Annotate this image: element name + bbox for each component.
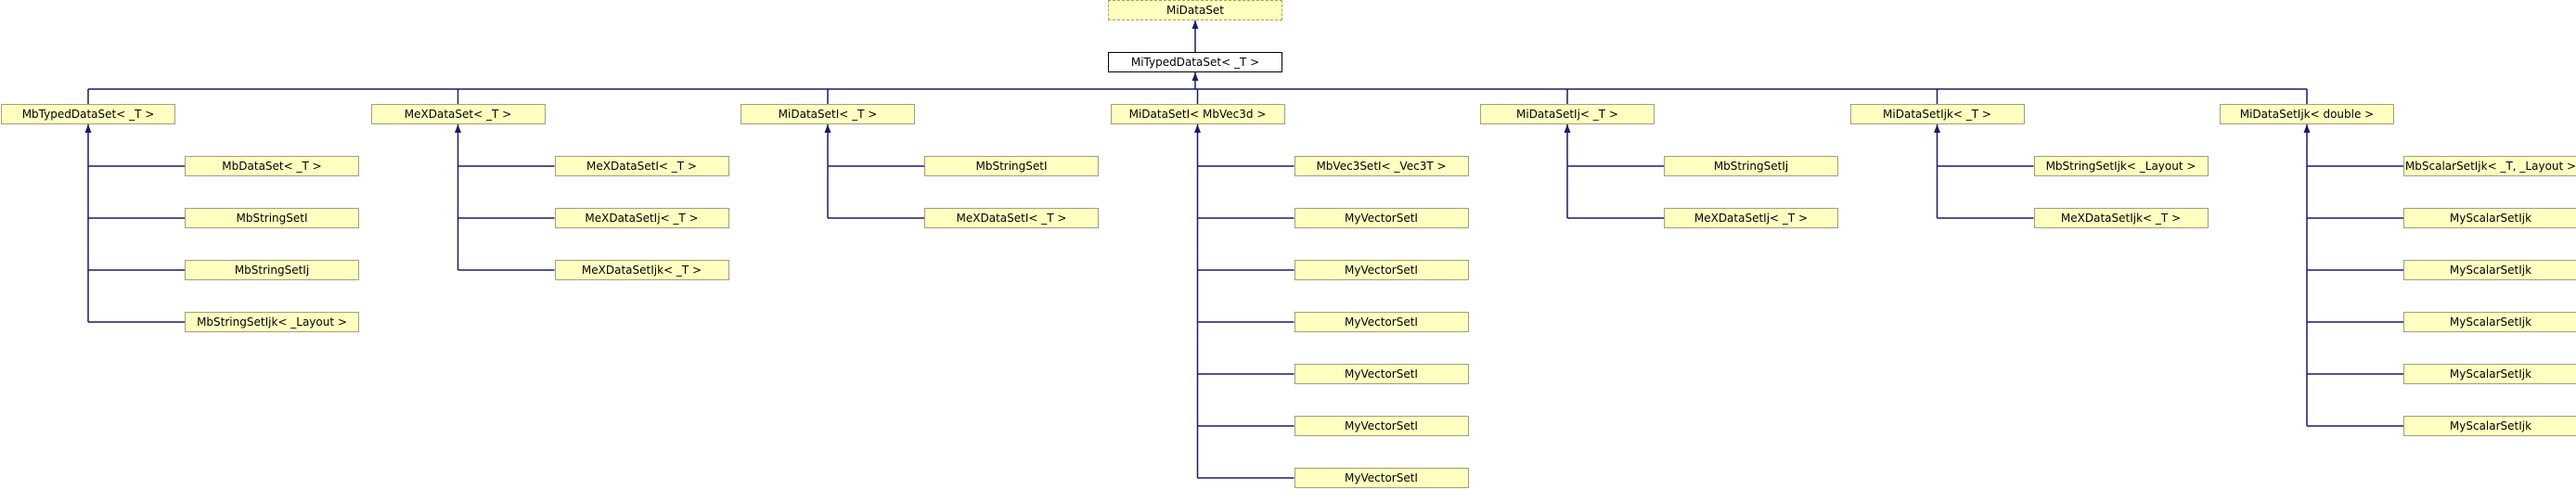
class-node-group[interactable]: MiDataSetI< _T >	[741, 104, 915, 124]
class-node-child[interactable]: MyScalarSetIjk	[2403, 312, 2576, 332]
arrowhead-group-6	[2303, 124, 2311, 133]
class-node-child[interactable]: MyVectorSetI	[1294, 364, 1469, 384]
class-node-group[interactable]: MiDataSetI< MbVec3d >	[1110, 104, 1285, 124]
arrowhead-group-1	[455, 124, 461, 133]
arrowhead-root	[1191, 20, 1199, 29]
arrowhead-group-4	[1564, 124, 1571, 133]
class-node-child[interactable]: MyScalarSetIjk	[2403, 416, 2576, 436]
class-node-child[interactable]: MeXDataSetIjk< _T >	[2033, 208, 2209, 228]
class-node-root[interactable]: MiDataSet	[1108, 0, 1282, 20]
class-node-focus[interactable]: MiTypedDataSet< _T >	[1108, 52, 1282, 72]
class-node-child[interactable]: MbStringSetIjk< _Layout >	[185, 312, 359, 332]
class-node-child[interactable]: MbStringSetIj	[1664, 156, 1838, 176]
class-node-group[interactable]: MiDataSetIjk< double >	[2220, 104, 2394, 124]
class-node-child[interactable]: MbVec3SetI< _Vec3T >	[1294, 156, 1469, 176]
class-node-child[interactable]: MyVectorSetI	[1294, 468, 1469, 488]
class-node-group[interactable]: MiDataSetIjk< _T >	[1849, 104, 2025, 124]
class-node-child[interactable]: MyVectorSetI	[1294, 312, 1469, 332]
class-node-child[interactable]: MbStringSetIjk< _Layout >	[2033, 156, 2209, 176]
class-node-child[interactable]: MyVectorSetI	[1294, 260, 1469, 280]
class-node-group[interactable]: MeXDataSet< _T >	[370, 104, 546, 124]
class-node-child[interactable]: MeXDataSetIjk< _T >	[554, 260, 729, 280]
class-node-child[interactable]: MeXDataSetI< _T >	[924, 208, 1099, 228]
arrowhead-group-5	[1934, 124, 1940, 133]
class-node-group[interactable]: MbTypedDataSet< _T >	[1, 104, 175, 124]
arrowhead-focus	[1191, 72, 1199, 81]
class-node-child[interactable]: MbStringSetI	[924, 156, 1099, 176]
arrowhead-group-0	[84, 124, 92, 133]
class-node-child[interactable]: MbDataSet< _T >	[185, 156, 359, 176]
class-node-child[interactable]: MbStringSetIj	[185, 260, 359, 280]
arrowhead-group-3	[1194, 124, 1201, 133]
class-node-child[interactable]: MeXDataSetIj< _T >	[1664, 208, 1838, 228]
class-node-child[interactable]: MyScalarSetIjk	[2403, 260, 2576, 280]
arrowhead-group-2	[824, 124, 831, 133]
class-node-child[interactable]: MbScalarSetIjk< _T, _Layout >	[2403, 156, 2576, 176]
class-node-child[interactable]: MyScalarSetIjk	[2403, 208, 2576, 228]
class-node-child[interactable]: MeXDataSetIj< _T >	[554, 208, 729, 228]
class-node-group[interactable]: MiDataSetIj< _T >	[1480, 104, 1655, 124]
class-node-child[interactable]: MyVectorSetI	[1294, 416, 1469, 436]
class-node-child[interactable]: MbStringSetI	[185, 208, 359, 228]
class-node-child[interactable]: MeXDataSetI< _T >	[554, 156, 729, 176]
class-node-child[interactable]: MyScalarSetIjk	[2403, 364, 2576, 384]
class-node-child[interactable]: MyVectorSetI	[1294, 208, 1469, 228]
